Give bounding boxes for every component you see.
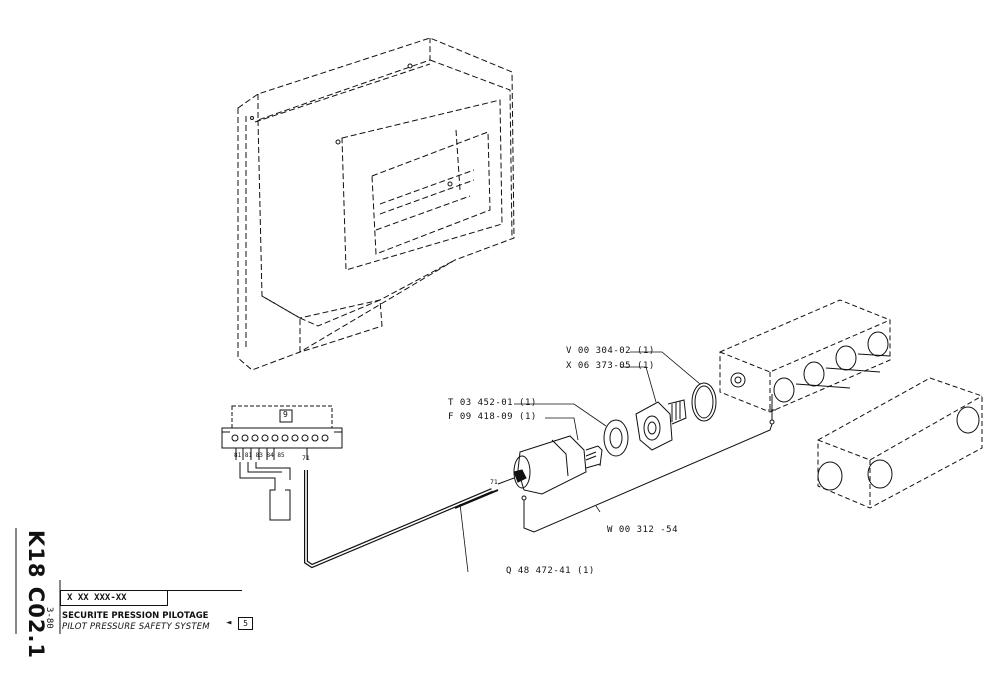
- adapter-fitting: [635, 399, 687, 451]
- valve-block-lower-fittings: [817, 406, 980, 491]
- sheet-date: 3-80: [44, 607, 54, 629]
- leader-lines: [459, 351, 701, 573]
- terminal-71-label: 71: [302, 454, 310, 462]
- valve-block-upper-fittings: [730, 331, 891, 420]
- side-frame-lines: [15, 528, 61, 634]
- terminal-block-number: 9: [283, 410, 289, 419]
- title-french: SECURITE PRESSION PILOTAGE: [62, 611, 209, 621]
- page-reference: 5: [238, 617, 253, 630]
- label-switch: F 09 418-09 (1): [448, 412, 537, 422]
- sheet-code: K18 C02.1: [24, 530, 48, 660]
- terminal-wire-numbers: 81 81 83 84 85: [234, 452, 285, 459]
- pressure-switch: [497, 435, 603, 510]
- sealing-washer: [603, 419, 629, 457]
- cab-housing: [237, 37, 515, 371]
- page-arrow-icon: ◄: [226, 618, 232, 628]
- title-box: X XX XXX-XX SECURITE PRESSION PILOTAGE P…: [60, 590, 253, 635]
- label-cable: Q 48 472-41 (1): [506, 566, 595, 576]
- reference-number: X XX XXX-XX: [60, 591, 168, 606]
- terminal-block: [221, 405, 343, 521]
- title-english: PILOT PRESSURE SAFETY SYSTEM: [62, 622, 210, 632]
- pilot-wire: [523, 419, 775, 533]
- valve-block-upper: [719, 299, 891, 413]
- cab-details: [250, 63, 453, 187]
- cable-end-71-label: 71: [490, 478, 498, 486]
- cable-harness: [304, 470, 499, 569]
- terminal-screws: [231, 434, 329, 442]
- label-washer: T 03 452-01 (1): [448, 398, 537, 408]
- label-o-ring: V 00 304-02 (1): [566, 346, 655, 356]
- valve-block-lower: [817, 377, 983, 509]
- label-wire: W 00 312 -54: [607, 525, 679, 535]
- o-ring: [691, 382, 717, 422]
- label-adapter: X 06 373-05 (1): [566, 361, 655, 371]
